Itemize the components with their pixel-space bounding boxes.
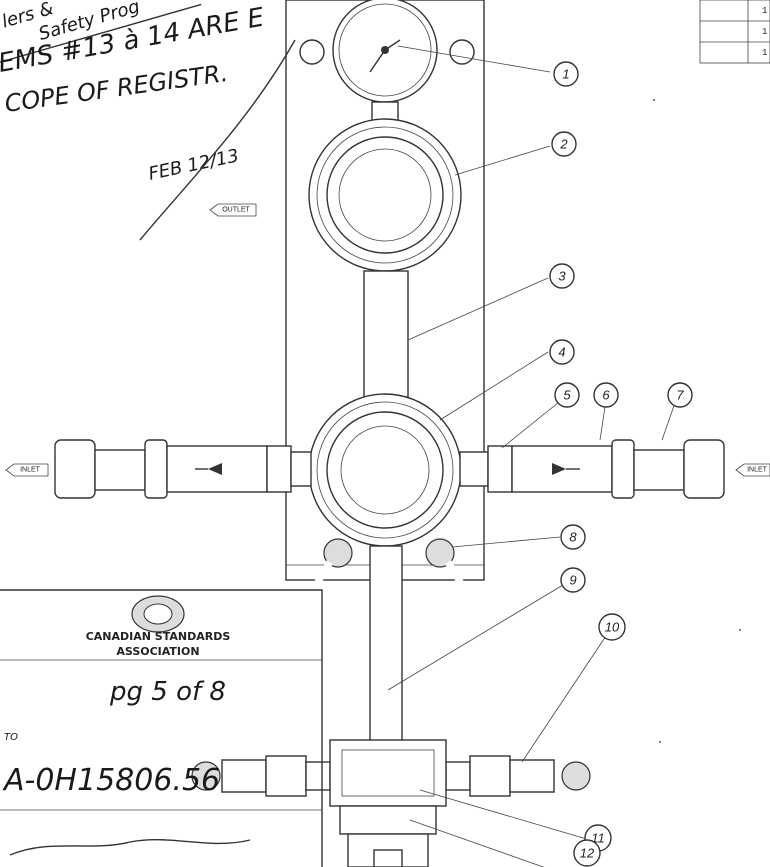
- callout-8: 8: [560, 524, 586, 550]
- svg-text:A-0H15806.56: A-0H15806.56: [2, 763, 220, 798]
- callout-4: 4: [549, 339, 575, 365]
- port-right: [425, 538, 455, 568]
- svg-text:12: 12: [580, 846, 595, 861]
- callout-7: 7: [667, 382, 693, 408]
- svg-text:INLET: INLET: [20, 467, 41, 474]
- table-cell-1: 1: [762, 6, 767, 16]
- left-inlet-fittings: [54, 439, 312, 499]
- callout-6: 6: [593, 382, 619, 408]
- svg-text:7: 7: [676, 388, 684, 403]
- lower-fittings: [221, 755, 555, 797]
- mount-hole-top-left: [299, 39, 325, 65]
- svg-text:2: 2: [559, 137, 568, 152]
- leader-lines: [387, 45, 677, 867]
- table-cell-2: 1: [762, 27, 767, 37]
- diagonal-tubes: [191, 560, 591, 791]
- svg-text:TO: TO: [4, 732, 18, 743]
- svg-text:4: 4: [558, 345, 565, 360]
- outlet-tag: OUTLET: [209, 203, 257, 217]
- callout-3: 3: [549, 263, 575, 289]
- inlet-tag-right: INLET: [735, 463, 770, 477]
- port-left: [323, 538, 353, 568]
- svg-text:6: 6: [602, 388, 610, 403]
- parts-table-fragment: 1 1 1: [699, 0, 770, 64]
- svg-text:FEB 12/13: FEB 12/13: [147, 145, 241, 185]
- connecting-tube: [363, 270, 409, 402]
- svg-text:CANADIAN STANDARDS: CANADIAN STANDARDS: [86, 630, 231, 643]
- callout-12: 12: [573, 839, 601, 867]
- svg-text:8: 8: [569, 530, 577, 545]
- svg-text:INLET: INLET: [747, 467, 768, 474]
- svg-text:9: 9: [569, 573, 576, 588]
- mount-hole-top-right: [449, 39, 475, 65]
- svg-text:OUTLET: OUTLET: [222, 207, 250, 214]
- callout-1: 1: [553, 61, 579, 87]
- svg-text:ASSOCIATION: ASSOCIATION: [116, 645, 199, 658]
- svg-text:1: 1: [562, 67, 569, 82]
- svg-text:10: 10: [605, 620, 620, 635]
- callout-9: 9: [560, 567, 586, 593]
- pressure-gauge: [332, 0, 438, 133]
- upper-body: [308, 118, 462, 272]
- filter-housing: [329, 739, 447, 867]
- callout-5: 5: [554, 382, 580, 408]
- inlet-tag-left: INLET: [5, 463, 49, 477]
- svg-text:pg 5 of 8: pg 5 of 8: [109, 677, 226, 707]
- right-inlet-fittings: [459, 439, 725, 499]
- lower-body: [308, 393, 462, 547]
- callout-2: 2: [551, 131, 577, 157]
- callout-10: 10: [598, 613, 626, 641]
- csa-stamp: CANADIAN STANDARDS ASSOCIATION pg 5 of 8…: [0, 589, 323, 867]
- table-cell-3: 1: [762, 48, 767, 58]
- svg-text:5: 5: [563, 388, 571, 403]
- svg-text:3: 3: [558, 269, 566, 284]
